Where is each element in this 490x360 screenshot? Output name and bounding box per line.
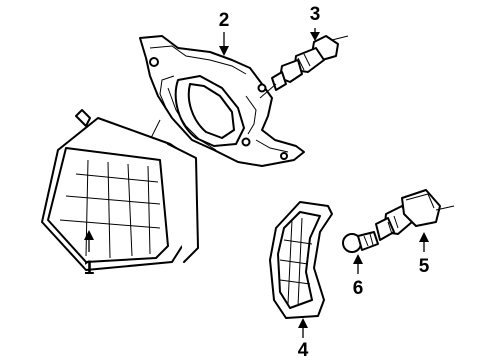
side-marker-lens — [269, 201, 333, 319]
leader-2 — [219, 32, 229, 56]
leader-6 — [353, 254, 363, 274]
leader-4 — [298, 318, 308, 338]
callout-5: 5 — [419, 256, 430, 277]
leader-5 — [419, 232, 429, 252]
callout-2: 2 — [219, 10, 230, 31]
headlamp-assembly — [41, 109, 199, 271]
headlamp-bracket — [139, 35, 305, 167]
headlamp-socket — [259, 35, 349, 99]
callout-1: 1 — [84, 258, 95, 279]
callout-4: 4 — [298, 340, 309, 360]
bulb — [342, 231, 379, 253]
leader-3 — [310, 28, 320, 41]
leader-1 — [84, 230, 94, 252]
bulb-socket — [375, 189, 455, 241]
callout-3: 3 — [310, 4, 321, 25]
callout-6: 6 — [353, 278, 364, 299]
